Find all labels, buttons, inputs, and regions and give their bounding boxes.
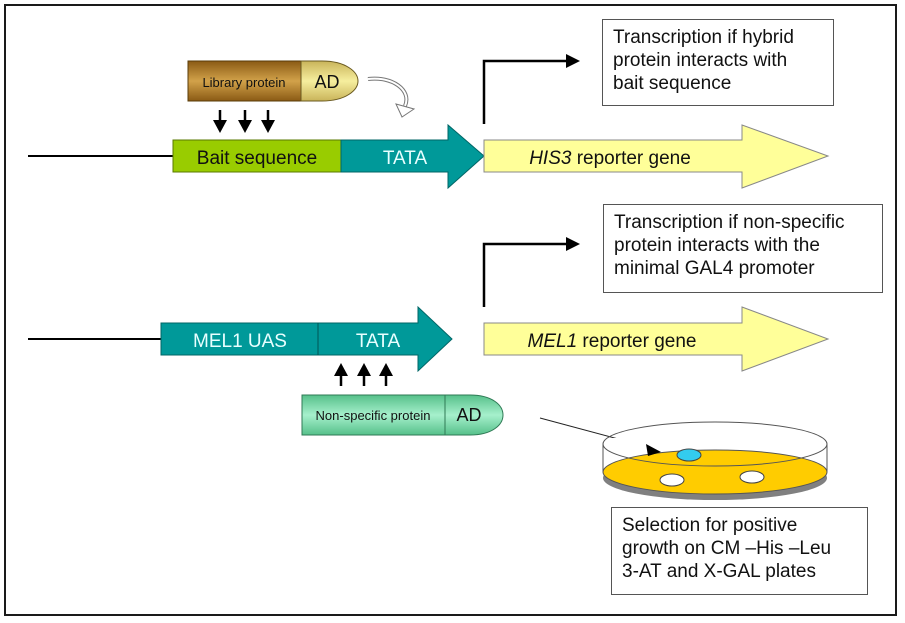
construct-his3: Bait sequence TATA HIS3 reporter gene bbox=[28, 54, 830, 190]
mel1-uas-label: MEL1 UAS bbox=[193, 331, 287, 352]
down-arrow-icon bbox=[261, 120, 275, 133]
up-arrow-icon bbox=[334, 363, 348, 376]
library-protein-label: Library protein bbox=[202, 75, 285, 90]
reporter-gene-text: reporter gene bbox=[577, 331, 696, 352]
ad-domain-2 bbox=[444, 394, 504, 436]
note-his3-transcription: Transcription if hybrid protein interact… bbox=[602, 19, 834, 106]
down-arrow-icon bbox=[238, 120, 252, 133]
curved-arrow-icon bbox=[367, 76, 416, 118]
white-colony bbox=[739, 470, 765, 484]
note-line: Transcription if hybrid bbox=[613, 27, 794, 48]
bait-sequence-box bbox=[172, 139, 342, 173]
his3-gene-name: HIS3 bbox=[529, 148, 572, 169]
white-colony bbox=[659, 473, 685, 487]
ad-label-2: AD bbox=[456, 405, 481, 425]
mel1-uas-tata-arrow bbox=[160, 305, 453, 373]
pointer-arrowhead-over-plate bbox=[646, 444, 661, 456]
up-arrow-icon bbox=[357, 363, 371, 376]
nonspecific-protein-box bbox=[301, 394, 446, 436]
tata-label-1: TATA bbox=[383, 148, 428, 169]
transcription-arrowhead-1 bbox=[566, 54, 580, 68]
ad-label-1: AD bbox=[314, 72, 339, 92]
note-line: minimal GAL4 promoter bbox=[614, 258, 815, 279]
mel1-reporter-label: MEL1 reporter gene bbox=[528, 331, 697, 352]
tata-label-2: TATA bbox=[356, 331, 401, 352]
binding-arrows-up bbox=[334, 363, 393, 386]
diagram-frame bbox=[4, 4, 897, 616]
plate-agar bbox=[602, 449, 828, 495]
note-selection-plates: Selection for positive growth on CM –His… bbox=[611, 507, 868, 595]
petri-dish-icon bbox=[602, 421, 828, 500]
mel1-reporter-arrow bbox=[483, 306, 830, 372]
nonspecific-protein-ad-fusion: Non-specific protein AD bbox=[301, 394, 504, 436]
mel1-gene-name: MEL1 bbox=[528, 331, 578, 352]
library-protein-ad-fusion: Library protein AD bbox=[187, 60, 359, 102]
note-mel1-transcription: Transcription if non-specific protein in… bbox=[603, 204, 883, 293]
nonspecific-protein-label: Non-specific protein bbox=[316, 408, 431, 423]
ad-domain-1 bbox=[300, 60, 359, 102]
construct-mel1: MEL1 UAS TATA MEL1 reporter gene bbox=[28, 237, 830, 386]
tata-arrow-1 bbox=[340, 123, 485, 190]
bait-sequence-label: Bait sequence bbox=[197, 148, 317, 169]
binding-arrows-down bbox=[213, 110, 275, 133]
note-line: Transcription if non-specific bbox=[614, 212, 845, 233]
note-line: Selection for positive bbox=[622, 515, 798, 536]
reporter-gene-text: reporter gene bbox=[571, 148, 690, 169]
note-line: growth on CM –His –Leu bbox=[622, 538, 832, 559]
up-arrow-icon bbox=[379, 363, 393, 376]
transcription-arrow-2 bbox=[482, 242, 566, 307]
blue-colony bbox=[676, 448, 702, 462]
note-line: protein interacts with the bbox=[614, 235, 820, 256]
transcription-arrow-1 bbox=[482, 59, 566, 124]
note-line: bait sequence bbox=[613, 73, 732, 94]
his3-reporter-arrow bbox=[483, 124, 830, 189]
note-line: 3-AT and X-GAL plates bbox=[622, 561, 816, 582]
down-arrow-icon bbox=[213, 120, 227, 133]
note-line: protein interacts with bbox=[613, 50, 788, 71]
transcription-arrowhead-2 bbox=[566, 237, 580, 251]
his3-reporter-label: HIS3 reporter gene bbox=[529, 148, 691, 169]
